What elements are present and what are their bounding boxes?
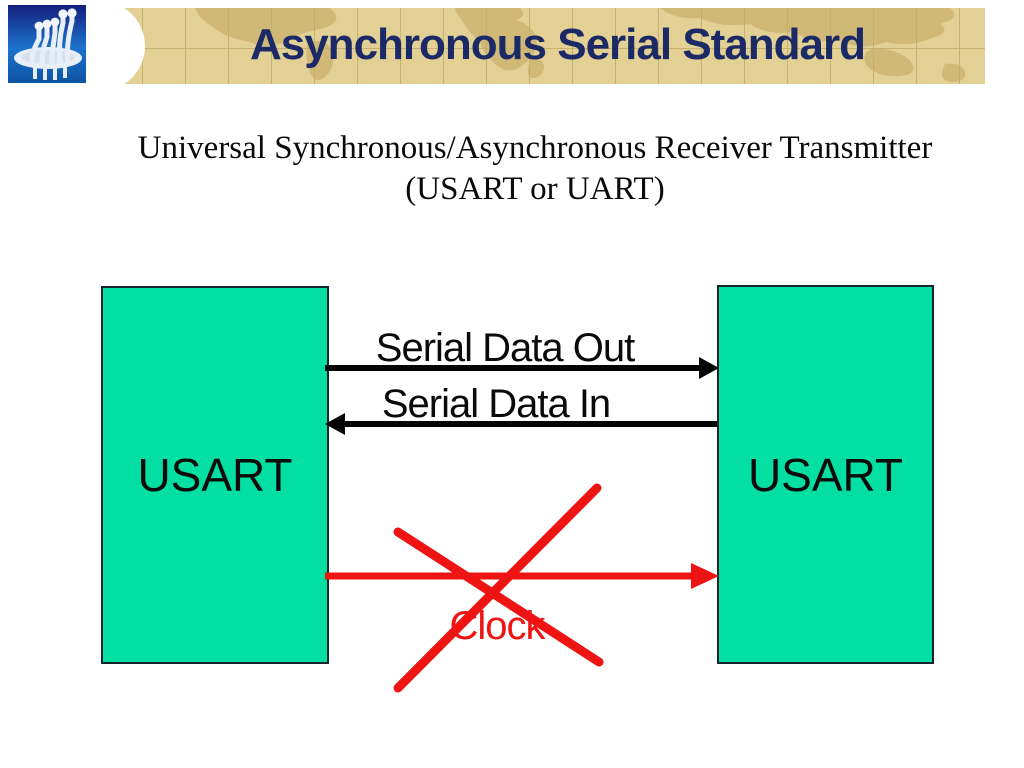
slide-title: Asynchronous Serial Standard bbox=[249, 20, 866, 69]
usart-box-right: USART bbox=[717, 285, 934, 664]
subtitle-line-1: Universal Synchronous/Asynchronous Recei… bbox=[137, 130, 933, 166]
serial-data-in-label: Serial Data In bbox=[381, 382, 611, 426]
world-map-texture bbox=[195, 8, 966, 82]
usart-left-label: USART bbox=[137, 449, 293, 501]
circuit-chip-logo-icon bbox=[8, 5, 86, 83]
subtitle-line-2: (USART or UART) bbox=[405, 171, 665, 207]
title-banner: Asynchronous Serial Standard bbox=[100, 8, 985, 84]
cross-out-x bbox=[393, 483, 604, 693]
clock-label: Clock bbox=[449, 604, 545, 648]
usart-box-left: USART bbox=[101, 286, 329, 664]
logo-graphic bbox=[8, 5, 86, 83]
usart-right-label: USART bbox=[747, 448, 904, 501]
clock-arrow bbox=[325, 563, 719, 589]
slide-subtitle: Universal Synchronous/Asynchronous Recei… bbox=[138, 128, 933, 210]
serial-data-out-label: Serial Data Out bbox=[375, 326, 635, 370]
